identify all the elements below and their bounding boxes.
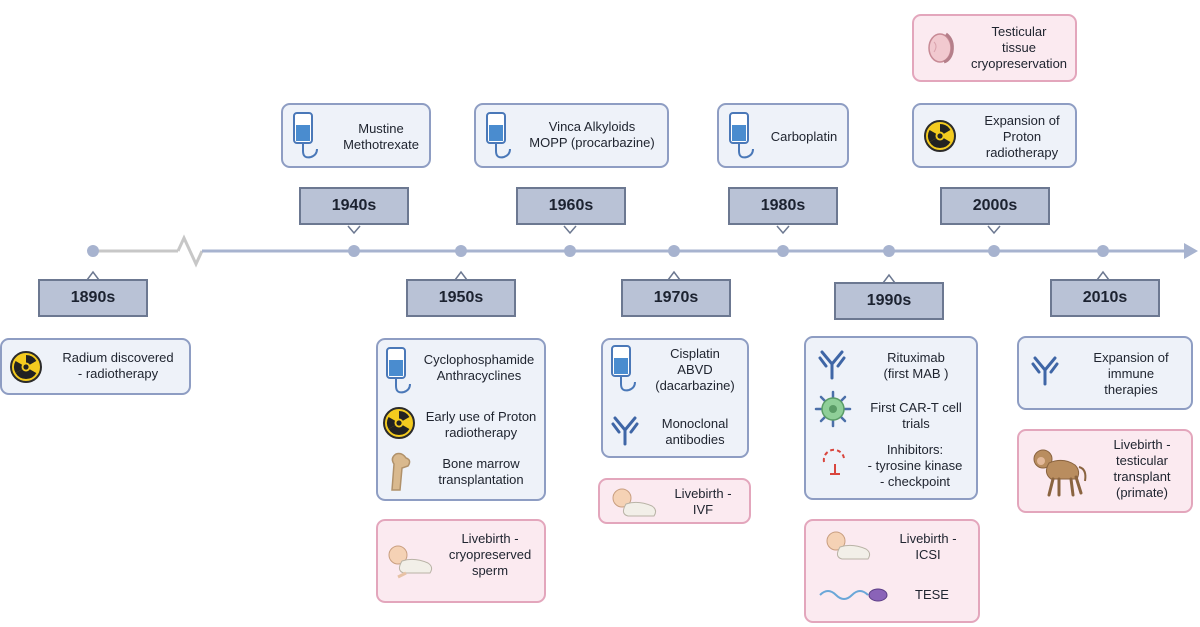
bone-icon [391, 452, 411, 491]
dot-1950s [455, 245, 467, 257]
card-text: Carboplatin [770, 129, 838, 144]
notch-1950s [454, 270, 468, 281]
card-livebirth-primate: Livebirth - testicular transplant (prima… [1017, 429, 1193, 513]
card-text-monoclonal: Monoclonal antibodies [661, 416, 729, 447]
card-text-cisplatin: Cisplatin ABVD (dacarbazine) [655, 346, 735, 393]
sperm-icon [819, 588, 888, 602]
card-carboplatin: Carboplatin [717, 103, 849, 168]
notch-2010s [1096, 270, 1110, 281]
axis-arrowhead [1184, 243, 1198, 259]
card-1990s-therapies: Rituximab (first MAB ) First CAR-T cell … [804, 336, 978, 500]
notch-1990s [882, 273, 896, 284]
notch-1970s [667, 270, 681, 281]
card-text: Livebirth - testicular transplant (prima… [1113, 437, 1171, 500]
iv-bag-icon [386, 347, 411, 394]
dot-1990s [883, 245, 895, 257]
dot-2010s [1097, 245, 1109, 257]
decade-label-1960s: 1960s [516, 187, 626, 225]
card-text-early-proton: Early use of Proton radiotherapy [425, 409, 537, 440]
antibody-icon [1031, 356, 1059, 386]
card-text-rituximab: Rituximab (first MAB ) [883, 350, 949, 381]
card-radium: Radium discovered - radiotherapy [0, 338, 191, 395]
radiation-icon [924, 120, 956, 152]
baby-icon [826, 531, 871, 560]
iv-bag-icon [486, 112, 511, 159]
monkey-icon [1033, 449, 1087, 497]
decade-label-1890s: 1890s [38, 279, 148, 317]
card-immune-therapies: Expansion of immune therapies [1017, 336, 1193, 410]
card-text-icsi: Livebirth - ICSI [899, 531, 957, 562]
baby-icon [612, 488, 657, 517]
card-1950s-therapies: Cyclophosphamide Anthracyclines Early us… [376, 338, 546, 501]
decade-label-1980s: 1980s [728, 187, 838, 225]
card-text: Livebirth - IVF [674, 486, 732, 517]
card-text: Livebirth - cryopreserved sperm [448, 531, 532, 578]
card-text: Vinca Alkyloids MOPP (procarbazine) [529, 119, 655, 150]
card-text: Expansion of Proton radiotherapy [984, 113, 1060, 160]
decade-label-1940s: 1940s [299, 187, 409, 225]
card-text-tese: TESE [915, 587, 949, 602]
antibody-icon [818, 350, 846, 380]
dot-1940s [348, 245, 360, 257]
radiation-icon [10, 351, 42, 383]
card-text-car-t: First CAR-T cell trials [870, 400, 962, 431]
card-text-cyclophosphamide: Cyclophosphamide Anthracyclines [423, 352, 535, 383]
decade-label-2010s: 2010s [1050, 279, 1160, 317]
notch-2000s [987, 225, 1001, 235]
iv-bag-icon [729, 112, 754, 159]
card-mustine: Mustine Methotrexate [281, 103, 431, 168]
notch-1960s [563, 225, 577, 235]
decade-label-1950s: 1950s [406, 279, 516, 317]
iv-bag-icon [611, 345, 636, 392]
card-livebirth-ivf: Livebirth - IVF [598, 478, 751, 524]
card-testicular-cryo: Testicular tissue cryopreservation [912, 14, 1077, 82]
card-text: Radium discovered - radiotherapy [62, 350, 174, 381]
decade-label-1990s: 1990s [834, 282, 944, 320]
radiation-icon [383, 407, 415, 439]
timeline-dots [87, 245, 1109, 257]
notch-1940s [347, 225, 361, 235]
baby-icon [388, 545, 433, 579]
car-t-cell-icon [814, 390, 852, 428]
dot-1970s [668, 245, 680, 257]
notch-1980s [776, 225, 790, 235]
decade-label-2000s: 2000s [940, 187, 1050, 225]
card-livebirth-icsi-tese: Livebirth - ICSI TESE [804, 519, 980, 623]
dot-1890s [87, 245, 99, 257]
card-text: Mustine Methotrexate [343, 121, 419, 152]
dot-2000s [988, 245, 1000, 257]
card-proton-expansion: Expansion of Proton radiotherapy [912, 103, 1077, 168]
card-text-inhibitors: Inhibitors: - tyrosine kinase - checkpoi… [867, 442, 963, 489]
card-1970s-therapies: Cisplatin ABVD (dacarbazine) Monoclonal … [601, 338, 749, 458]
dot-1980s [777, 245, 789, 257]
decade-label-1970s: 1970s [621, 279, 731, 317]
iv-bag-icon [293, 112, 318, 159]
card-text-bone-marrow: Bone marrow transplantation [438, 456, 524, 487]
notch-1890s [86, 270, 100, 281]
card-vinca: Vinca Alkyloids MOPP (procarbazine) [474, 103, 669, 168]
card-text: Testicular tissue cryopreservation [970, 24, 1068, 71]
inhibitor-icon [822, 448, 845, 475]
antibody-icon [611, 416, 639, 446]
dot-1960s [564, 245, 576, 257]
card-text: Expansion of immune therapies [1093, 350, 1169, 397]
testis-icon [928, 32, 954, 64]
card-livebirth-sperm: Livebirth - cryopreserved sperm [376, 519, 546, 603]
